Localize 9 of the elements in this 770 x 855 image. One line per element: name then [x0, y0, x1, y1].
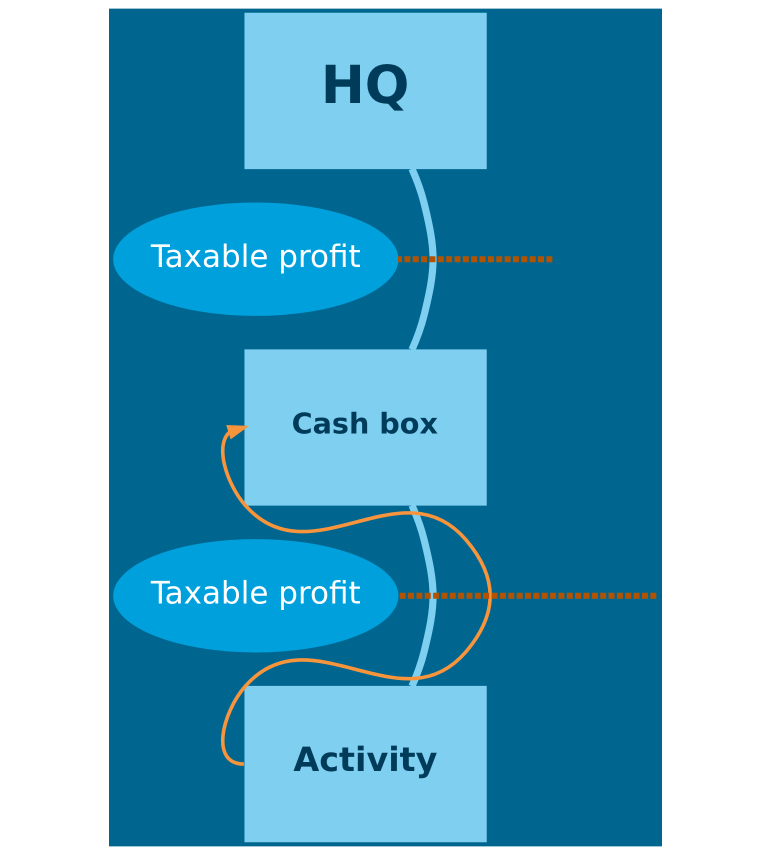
connector [397, 592, 656, 599]
connector [408, 504, 436, 688]
connector [398, 256, 552, 262]
node-ellipse: Taxable profit [112, 202, 398, 316]
node-box: Activity [244, 686, 486, 842]
node-box: Cash box [244, 349, 486, 506]
connector [408, 167, 436, 352]
node-ellipse: Taxable profit [112, 539, 398, 652]
node-box: HQ [244, 12, 486, 170]
